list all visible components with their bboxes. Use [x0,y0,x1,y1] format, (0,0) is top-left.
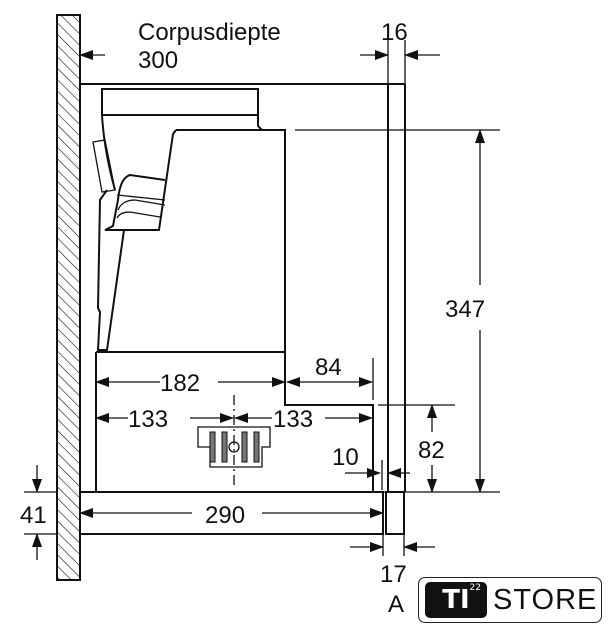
front-17-label: 17 [380,561,407,588]
depth-title: Corpusdiepte [138,19,281,46]
wall-hatched [56,14,81,581]
logo-superscript: 22 [469,583,481,593]
panel-thickness-label: 16 [381,19,408,46]
width-84-label: 84 [315,354,342,381]
logo-text: STORE [493,583,598,616]
gap-10-label: 10 [332,444,359,471]
view-label: A [388,591,404,618]
width-182-label: 182 [160,370,200,397]
height-label: 347 [445,296,485,323]
electrical-connector [197,395,271,485]
left-133-label: 133 [128,406,168,433]
logo-mark-text: TI [442,585,470,615]
right-133-label: 133 [273,406,313,433]
store-logo: TI 22 STORE [418,577,602,623]
dimension-lines [24,40,500,560]
logo-mark: TI 22 [425,582,487,618]
depth-value: 300 [138,47,178,74]
bottom-290-label: 290 [205,502,245,529]
hood-unit [92,88,383,493]
height-82-label: 82 [418,437,445,464]
bottom-41-label: 41 [20,502,47,529]
